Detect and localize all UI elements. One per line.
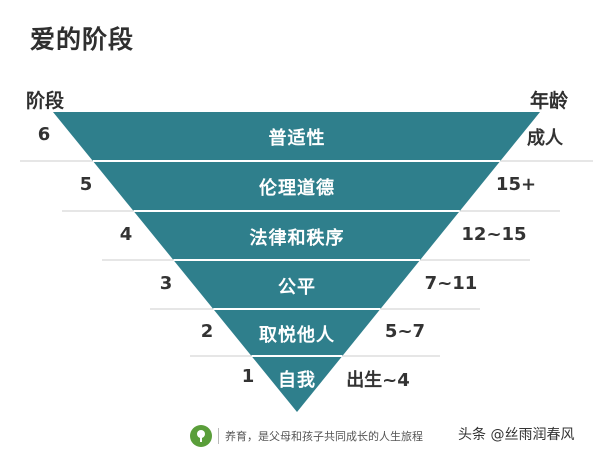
stage-label: 取悦他人 [259,325,335,346]
stage-number: 3 [159,273,173,294]
tree-icon [190,425,212,447]
footer-brand: 养育，是父母和孩子共同成长的人生旅程 [190,424,423,448]
header-age: 年龄 [530,90,569,112]
stage-number: 1 [241,366,255,387]
stage-number: 6 [37,124,51,145]
age-range: 15+ [495,174,537,195]
watermark: 头条 @丝雨润春风 [458,427,575,443]
stage-number: 4 [119,224,133,245]
stage-label: 公平 [278,277,316,298]
footer-divider [218,428,219,444]
age-range: 12~15 [461,224,527,245]
stage-number: 2 [200,321,214,342]
footer-slogan: 养育，是父母和孩子共同成长的人生旅程 [225,430,423,443]
header-stage: 阶段 [26,90,65,112]
inverted-triangle [53,112,540,412]
stage-label: 自我 [278,370,316,391]
age-range: 7~11 [424,273,478,294]
band-dividers [92,160,501,357]
stage-label: 伦理道德 [259,178,335,199]
stage-label: 普适性 [268,128,326,149]
age-range: 出生~4 [346,370,410,391]
stage-number: 5 [79,174,93,195]
stage-label: 法律和秩序 [249,228,345,249]
page-title: 爱的阶段 [30,25,135,54]
age-range: 5~7 [384,321,426,342]
age-range: 成人 [527,128,563,149]
